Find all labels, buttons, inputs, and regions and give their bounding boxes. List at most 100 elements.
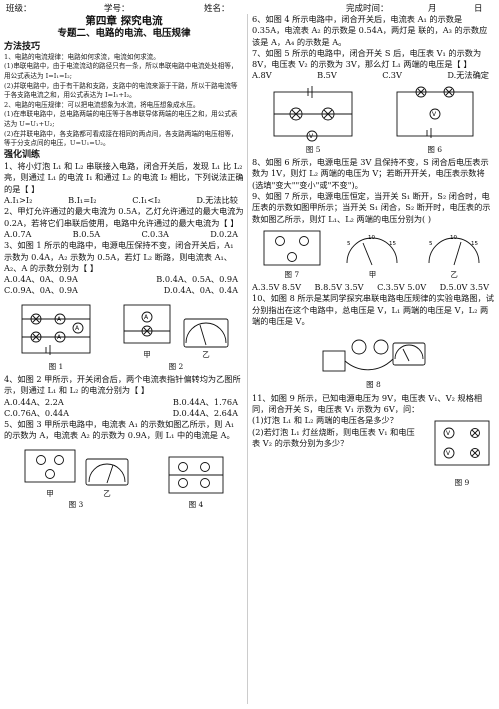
option: C.3V (382, 70, 402, 81)
option: B.I₁=I₂ (68, 195, 97, 206)
option: B.0.44A、1.76A (172, 396, 238, 407)
tick-label: 10 (368, 235, 375, 241)
option: B.8.5V 3.5V (314, 282, 364, 293)
figure-2: A 甲 乙 (120, 299, 232, 372)
figure-2-jia-label: 甲 (143, 350, 151, 360)
circuit-diagram-icon: V (396, 86, 474, 138)
circuit-diagram-icon: VV (434, 420, 490, 466)
question-11: 11、如图 9 所示，已知电源电压为 9V，电压表 V₁、V₂ 规格相同，闭合开… (252, 392, 483, 414)
question-11-part-1: (1)灯泡 L₁ 和 L₂ 两端的电压各是多少？ (252, 415, 398, 426)
figure-3-yi-label: 乙 (103, 488, 111, 498)
figure-7-jia-label: 甲 (368, 269, 377, 279)
question-1: 1、将小灯泡 L₁ 和 L₂ 串联接入电路，闭合开关后，发现 L₁ 比 L₂ 亮… (4, 161, 244, 194)
right-column: 6、如图 4 所示电路中，闭合开关后，电流表 A₁ 的示数是 0.35A，电流表… (252, 14, 495, 488)
option: C.0.3A (141, 228, 169, 239)
option: D.5.0V 3.5V (439, 282, 489, 293)
question-9: 9、如图 7 所示，电源电压恒定，当开关 S₁ 断开，S₂ 闭合时，电压表的示数… (252, 190, 491, 224)
tick-label: 15 (471, 241, 478, 247)
method-voltage-parallel: (2)在并联电路中，各支路都可看成接在相同的两点间，各支路两端的电压相等，等于分… (4, 129, 238, 148)
option: A.0.4A、0A、0.9A (4, 274, 78, 285)
figures-5-6: V 图 5 V 图 6 (252, 84, 495, 155)
completion-time-label: 完成时间： (346, 4, 389, 14)
option: D.无法比较 (196, 195, 238, 206)
question-11-part-2: (2)若灯泡 L₁ 灯丝烧断，则电压表 V₁ 和电压表 V₂ 的示数分别为多少？ (252, 426, 415, 448)
tick-label: 5 (429, 241, 433, 247)
option: C.0.9A、0A、0.9A (4, 285, 78, 296)
figures-3-4: 甲 乙 图 3 (4, 444, 244, 511)
option: D.0.44A、2.64A (172, 407, 238, 418)
voltmeter-dial-icon: 5 10 15 (428, 235, 480, 265)
figure-9-caption: 图 9 (454, 477, 470, 487)
circuit-diagram-icon: V (273, 85, 353, 142)
option: A.0.44A、2.2A (4, 396, 64, 407)
question-11-body: (1)灯泡 L₁ 和 L₂ 两端的电压各是多少？ (2)若灯泡 L₁ 灯丝烧断，… (252, 415, 495, 488)
figure-5: V 图 5 (268, 84, 358, 155)
option: D.0.4A、0A、0.4A (163, 285, 238, 296)
figure-2-caption: 图 2 (168, 361, 184, 371)
circuit-diagram-icon (168, 456, 224, 494)
training-heading: 强化训练 (4, 149, 41, 160)
chapter-title: 第四章 探究电流 (85, 15, 163, 27)
option: C.3.5V 5.0V (377, 282, 427, 293)
svg-text:A: A (57, 316, 62, 323)
figure-1-caption: 图 1 (48, 361, 64, 371)
class-label: 班级： (6, 4, 32, 14)
option: D.0.2A (210, 228, 238, 239)
svg-text:V: V (432, 111, 437, 118)
method-current-rule: 1、电路的电流规律：电路如何求流，电流如何求流。 (4, 52, 160, 61)
option: C.0.76A、0.44A (4, 407, 70, 418)
question-9-options: A.3.5V 8.5V B.8.5V 3.5V C.3.5V 5.0V D.5.… (252, 282, 495, 293)
circuit-diagram-icon (24, 449, 76, 483)
svg-text:V: V (309, 133, 314, 140)
svg-text:V: V (446, 430, 451, 437)
experiment-apparatus-icon (322, 339, 425, 372)
student-id-label: 学号： (104, 4, 130, 14)
figure-7: 图 7 5 10 15 甲 (252, 227, 495, 280)
topic-subtitle: 专题二、电路的电流、电压规律 (57, 28, 191, 40)
circuit-diagram-icon (263, 230, 321, 266)
question-3-options-row1: A.0.4A、0A、0.9A B.0.4A、0.5A、0.9A (4, 274, 244, 285)
option: B.0.5A (72, 228, 101, 239)
option: A.0.7A (4, 228, 32, 239)
method-voltage-series: (1)在串联电路中，总电路两端的电压等于各串联导体两端的电压之和，用公式表达为 … (4, 110, 238, 129)
figure-6-caption: 图 6 (427, 144, 443, 154)
figure-7-meter-jia: 5 10 15 甲 (339, 231, 405, 280)
question-8: 8、如图 6 所示，电源电压是 3V 且保持不变，S 闭合后电压表示数为 1V，… (252, 157, 489, 190)
figure-8: 图 8 (252, 329, 495, 390)
tick-label: 10 (450, 235, 457, 241)
option: A.8V (252, 70, 272, 81)
ammeter-dial-icon (85, 458, 129, 486)
figure-4: 图 4 (165, 451, 227, 510)
question-3: 3、如图 1 所示的电路中，电源电压保持不变，闭合开关后，A₁ 示数为 0.4A… (4, 240, 234, 273)
circuit-diagram-icon: A (123, 304, 171, 344)
figure-7-meter-yi: 5 10 15 乙 (421, 231, 487, 280)
figure-3-jia-label: 甲 (46, 488, 54, 498)
method-current-series: (1)串联电路中，由于电流流动的路径只有一条，所以串联电路中电流处处相等，用公式… (4, 62, 238, 81)
question-6: 6、如图 4 所示电路中，闭合开关后，电流表 A₁ 的示数是 0.35A，电流表… (252, 14, 488, 47)
option: A.3.5V 8.5V (252, 282, 301, 293)
question-2-options: A.0.7A B.0.5A C.0.3A D.0.2A (4, 229, 244, 240)
question-10: 10、如图 8 所示是某同学探究串联电路电压规律的实验电路图，试分别指出在这个电… (252, 293, 494, 327)
figure-7-yi-label: 乙 (450, 269, 458, 279)
figure-2-yi-label: 乙 (202, 350, 210, 360)
methods-heading: 方法技巧 (4, 41, 41, 52)
header-row: 班级： 学号： 姓名： 完成时间： 月 日 (4, 2, 495, 14)
figure-7-caption: 图 7 (284, 269, 300, 279)
question-7: 7、如图 5 所示的电路中，闭合开关 S 后，电压表 V₁ 的示数为 8V，电压… (252, 47, 482, 70)
tick-label: 5 (347, 241, 351, 247)
tick-label: 15 (389, 241, 396, 247)
question-4-options-row1: A.0.44A、2.2A B.0.44A、1.76A (4, 397, 244, 408)
figure-5-caption: 图 5 (305, 144, 321, 154)
circuit-diagram-icon: AAA (21, 304, 91, 355)
day-label: 日 (474, 4, 483, 14)
voltmeter-dial-icon: 5 10 15 (347, 235, 398, 266)
ammeter-dial-icon (183, 318, 229, 348)
figure-8-caption: 图 8 (366, 380, 381, 390)
svg-text:A: A (75, 325, 80, 332)
figure-3-caption: 图 3 (68, 500, 84, 510)
question-5: 5、如图 3 甲所示电路中，电流表 A₁ 的示数如图乙所示，则 A₁ 的示数为 … (4, 419, 235, 441)
question-7-options: A.8V B.5V C.3V D.无法确定 (252, 70, 495, 81)
